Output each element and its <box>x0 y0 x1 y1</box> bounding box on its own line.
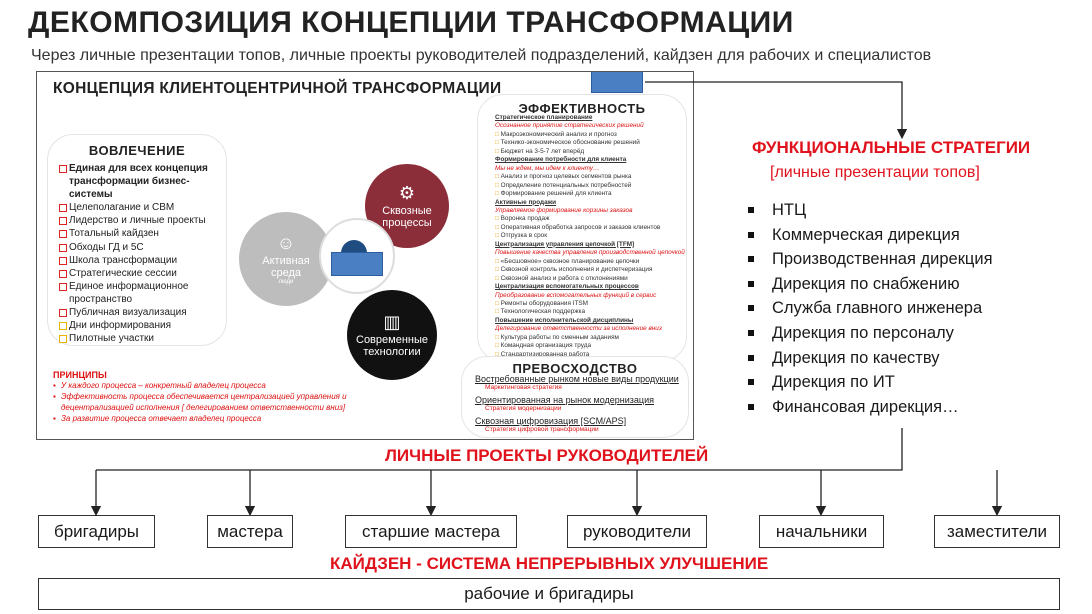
list-item: Управляемое формирование корзины заказов <box>495 206 633 214</box>
active-environment-circle: ☺ Активная среда люди <box>239 212 333 306</box>
list-item: Воронка продаж <box>495 215 691 223</box>
role-box: начальники <box>759 515 884 548</box>
list-item: Мы не ждем, мы идем к клиенту… <box>495 164 600 172</box>
kaizen-title: КАЙДЗЕН - СИСТЕМА НЕПРЕРЫВНЫХ УЛУЧШЕНИЕ <box>330 554 769 573</box>
circle-label: среда <box>270 267 302 279</box>
list-item: Ориентированная на рынок модернизация <box>475 395 654 405</box>
list-item: Анализ и прогноз целевых сегментов рынка <box>495 173 691 181</box>
list-item: Публичная визуализация <box>59 306 229 319</box>
role-box: бригадиры <box>38 515 155 548</box>
list-item: Формирование решений для клиента <box>495 190 691 198</box>
list-item: Преобразование вспомогательных функций в… <box>495 291 657 299</box>
people-icon: ☺ <box>276 233 296 253</box>
page-title: ДЕКОМПОЗИЦИЯ КОНЦЕПЦИИ ТРАНСФОРМАЦИИ <box>28 6 794 39</box>
list-item-sub: Маркетинговая стратегия <box>485 384 562 391</box>
list-item: Лидерство и личные проекты <box>59 214 229 227</box>
circle-label: люди <box>278 279 294 285</box>
list-item: Производственная дирекция <box>748 247 993 272</box>
vovlechenie-heading: ВОВЛЕЧЕНИЕ <box>88 143 186 158</box>
list-item: Централизация управления цепочкой [TFM] <box>495 240 635 248</box>
list-item: Школа трансформации <box>59 254 229 267</box>
list-item: Дирекция по ИТ <box>748 370 993 395</box>
list-item: Технологическая поддержка <box>495 308 691 316</box>
list-item: Дирекция по персоналу <box>748 321 993 346</box>
list-item: Единая для всех концепция трансформации … <box>59 162 229 201</box>
list-item: Ремонты оборудования ITSM <box>495 300 691 308</box>
list-item: Стратегические сессии <box>59 267 229 280</box>
functional-strategies-title: ФУНКЦИОНАЛЬНЫЕ СТРАТЕГИИ <box>752 138 1031 157</box>
concept-slide: КОНЦЕПЦИЯ КЛИЕНТОЦЕНТРИЧНОЙ ТРАНСФОРМАЦИ… <box>36 71 694 440</box>
list-item: Дирекция по снабжению <box>748 272 993 297</box>
circle-label: Современные <box>356 334 428 346</box>
principles-block: ПРИНЦИПЫ У каждого процесса – конкретный… <box>53 370 383 424</box>
list-item: Макроэкономический анализ и прогноз <box>495 131 691 139</box>
list-item: Осознанное принятие стратегических решен… <box>495 122 644 130</box>
list-item: Оперативная обработка запросов и заказов… <box>495 224 691 232</box>
list-item: Повышение качества управления производст… <box>495 249 685 257</box>
role-box: мастера <box>207 515 293 548</box>
vovlechenie-list: Единая для всех концепция трансформации … <box>59 162 229 345</box>
personal-projects-title: ЛИЧНЫЕ ПРОЕКТЫ РУКОВОДИТЕЛЕЙ <box>385 446 709 465</box>
role-box: старшие мастера <box>345 515 517 548</box>
functional-strategies-subtitle: [личные презентации топов] <box>770 164 980 181</box>
blue-overlay-box <box>591 72 643 93</box>
list-item: Сквозной анализ и работа с отклонениями <box>495 275 691 283</box>
circle-label: процессы <box>382 217 432 229</box>
factory-icon: ▥ <box>383 312 401 332</box>
efficiency-list: Стратегическое планирование Осознанное п… <box>495 114 691 359</box>
list-item: Формирование потребности для клиента <box>495 156 627 164</box>
list-item: Обходы ГД и 5С <box>59 241 229 254</box>
list-item: Тотальный кайдзен <box>59 227 229 240</box>
slide-title: КОНЦЕПЦИЯ КЛИЕНТОЦЕНТРИЧНОЙ ТРАНСФОРМАЦИ… <box>53 80 502 97</box>
excellence-panel: ПРЕВОСХОДСТВО <box>461 356 689 438</box>
end-to-end-processes-circle: ⚙ Сквозные процессы <box>365 164 449 248</box>
list-item: Востребованные рынком новые виды продукц… <box>475 374 679 384</box>
list-item-sub: Стратегия цифровой трансформации <box>485 426 599 433</box>
list-item: Коммерческая дирекция <box>748 223 993 248</box>
list-item: Централизация вспомогательных процессов <box>495 283 639 291</box>
list-item: Служба главного инженера <box>748 296 993 321</box>
list-item-sub: Стратегия модернизации <box>485 405 562 412</box>
list-item: Культура работы по сменным заданиям <box>495 334 691 342</box>
list-item: Активные продажи <box>495 198 557 206</box>
list-item: НТЦ <box>748 198 993 223</box>
list-item: Определение потенциальных потребностей <box>495 182 691 190</box>
gears-icon: ⚙ <box>398 183 416 203</box>
directorates-list: НТЦ Коммерческая дирекция Производственн… <box>748 198 993 419</box>
workers-box: рабочие и бригадиры <box>38 578 1060 610</box>
role-box: заместители <box>934 515 1060 548</box>
list-item: Стратегическое планирование <box>495 114 593 121</box>
principle-item: У каждого процесса – конкретный владелец… <box>53 380 383 391</box>
list-item: Дни информирования <box>59 319 229 332</box>
list-item: Командная организация труда <box>495 342 691 350</box>
list-item: Отгрузка в срок <box>495 232 691 240</box>
list-item: «Бесшовное» сквозное планирование цепочк… <box>495 258 691 266</box>
modern-technologies-circle: ▥ Современные технологии <box>347 290 437 380</box>
list-item: Бюджет на 3-5-7 лет вперёд <box>495 148 691 156</box>
list-item: Сквозной контроль исполнения и диспетчер… <box>495 266 691 274</box>
efficiency-heading: ЭФФЕКТИВНОСТЬ <box>518 101 646 116</box>
list-item: Делегирование ответственности за исполне… <box>495 325 662 333</box>
list-item: Единое информационное пространство <box>59 280 229 306</box>
list-item: Финансовая дирекция… <box>748 395 993 420</box>
excellence-list: Востребованные рынком новые виды продукц… <box>475 374 691 437</box>
circle-label: технологии <box>363 346 421 358</box>
page-subtitle: Через личные презентации топов, личные п… <box>31 47 932 64</box>
circle-label: Сквозные <box>382 205 432 217</box>
vovlechenie-panel: ВОВЛЕЧЕНИЕ <box>47 134 227 346</box>
role-box: руководители <box>567 515 707 548</box>
principle-item: Эффективность процесса обеспечивается це… <box>53 391 383 413</box>
list-item: Технико-экономическое обоснование решени… <box>495 139 691 147</box>
circle-label: Активная <box>262 255 310 267</box>
blue-overlay-box <box>331 252 383 276</box>
principles-heading: ПРИНЦИПЫ <box>53 370 107 380</box>
list-item: Дирекция по качеству <box>748 346 993 371</box>
list-item: Сквозная цифровизация [SCM/APS] <box>475 416 627 426</box>
list-item: Пилотные участки <box>59 332 229 345</box>
list-item: Стандартизированная работа <box>495 351 691 359</box>
principle-item: За развитие процесса отвечает владелец п… <box>53 413 383 424</box>
list-item: Повышение исполнительской дисциплины <box>495 316 634 324</box>
list-item: Целеполагание и CBM <box>59 201 229 214</box>
excellence-heading: ПРЕВОСХОДСТВО <box>512 361 638 376</box>
